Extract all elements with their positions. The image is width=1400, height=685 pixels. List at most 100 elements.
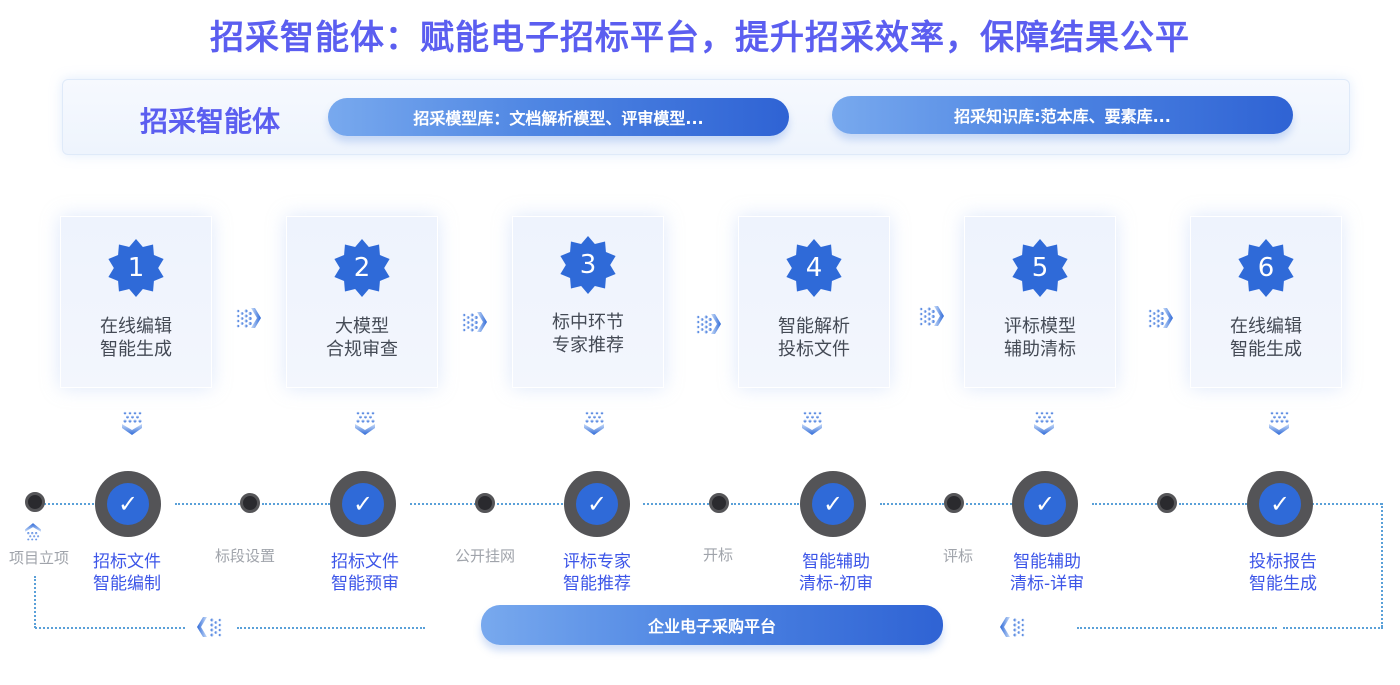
- timeline-connector: [643, 503, 709, 505]
- chevron-down-icon: [798, 409, 826, 437]
- platform-label: 企业电子采购平台: [647, 617, 776, 636]
- chevron-down-icon: [1030, 409, 1058, 437]
- checkmark-icon: ✓: [342, 483, 384, 525]
- chevron-left-icon: [999, 613, 1027, 641]
- step-line2: 智能生成: [1230, 339, 1302, 360]
- stage-label: 项目立项: [9, 549, 70, 567]
- step-line1: 标中环节: [552, 312, 624, 333]
- ai-node-label: 智能辅助 清标-详审: [1010, 551, 1084, 595]
- step-text: 在线编辑 智能生成: [61, 315, 211, 361]
- step-text: 在线编辑 智能生成: [1191, 315, 1341, 361]
- timeline-return-line: [35, 627, 185, 629]
- timeline-connector: [966, 503, 1012, 505]
- timeline-return-line: [34, 576, 36, 628]
- timeline-connector: [1179, 503, 1247, 505]
- step-number: 4: [805, 253, 823, 283]
- ai-node-line2: 清标-初审: [799, 574, 874, 594]
- timeline-connector: [731, 503, 799, 505]
- step-text: 标中环节 专家推荐: [513, 311, 663, 357]
- stage-dot: [475, 493, 495, 513]
- check-node-3: ✓: [564, 471, 630, 537]
- seal-badge-icon: 3: [559, 236, 617, 294]
- ai-node-line1: 招标文件: [93, 552, 161, 572]
- check-node-2: ✓: [330, 471, 396, 537]
- ai-node-line1: 评标专家: [563, 552, 631, 572]
- knowledge-library-label: 招采知识库:范本库、要素库...: [954, 107, 1171, 126]
- step-text: 大模型 合规审查: [287, 315, 437, 361]
- step-number: 6: [1257, 253, 1275, 283]
- stage-dot: [709, 493, 729, 513]
- step-line1: 在线编辑: [1230, 316, 1302, 337]
- check-node-6: ✓: [1247, 471, 1313, 537]
- step-card-1: 1 在线编辑 智能生成: [60, 216, 212, 388]
- chevron-right-icon: [917, 302, 945, 330]
- ai-node-label: 投标报告 智能生成: [1249, 551, 1317, 595]
- model-library-pill: 招采模型库：文档解析模型、评审模型...: [328, 98, 789, 136]
- step-text: 评标模型 辅助清标: [965, 315, 1115, 361]
- ai-node-line2: 智能生成: [1249, 574, 1317, 594]
- ai-node-label: 招标文件 智能编制: [93, 551, 161, 595]
- seal-badge-icon: 5: [1011, 239, 1069, 297]
- ai-node-line1: 招标文件: [331, 552, 399, 572]
- timeline-return-line: [1077, 627, 1277, 629]
- step-number: 5: [1031, 253, 1049, 283]
- step-line1: 智能解析: [778, 316, 850, 337]
- page-title: 招采智能体：赋能电子招标平台，提升招采效率，保障结果公平: [210, 18, 1190, 58]
- step-text: 智能解析 投标文件: [739, 315, 889, 361]
- ai-node-line2: 智能编制: [93, 574, 161, 594]
- timeline-connector: [262, 503, 330, 505]
- agent-label: 招采智能体: [140, 105, 281, 138]
- ai-node-label: 招标文件 智能预审: [331, 551, 399, 595]
- stage-label: 标段设置: [215, 547, 276, 565]
- step-card-4: 4 智能解析 投标文件: [738, 216, 890, 388]
- ai-node-line1: 智能辅助: [802, 552, 871, 572]
- checkmark-icon: ✓: [107, 483, 149, 525]
- step-line2: 投标文件: [778, 339, 850, 360]
- chevron-down-icon: [351, 409, 379, 437]
- timeline-connector: [1092, 503, 1157, 505]
- timeline-connector: [410, 503, 476, 505]
- ai-node-line2: 智能推荐: [563, 574, 631, 594]
- stage-dot: [25, 492, 45, 512]
- step-card-2: 2 大模型 合规审查: [286, 216, 438, 388]
- step-line2: 专家推荐: [552, 335, 624, 356]
- ai-node-line2: 清标-详审: [1010, 574, 1085, 594]
- knowledge-library-pill: 招采知识库:范本库、要素库...: [832, 96, 1293, 134]
- chevron-up-icon: [22, 518, 44, 544]
- platform-pill: 企业电子采购平台: [481, 605, 943, 645]
- step-line1: 评标模型: [1004, 316, 1076, 337]
- step-number: 1: [127, 253, 145, 283]
- ai-node-label: 评标专家 智能推荐: [563, 551, 631, 595]
- stage-dot: [240, 493, 260, 513]
- checkmark-icon: ✓: [576, 483, 618, 525]
- step-line1: 大模型: [335, 316, 389, 337]
- chevron-left-icon: [196, 613, 224, 641]
- seal-badge-icon: 4: [785, 239, 843, 297]
- chevron-down-icon: [1265, 409, 1293, 437]
- model-library-label: 招采模型库：文档解析模型、评审模型...: [413, 109, 704, 128]
- chevron-down-icon: [118, 409, 146, 437]
- seal-badge-icon: 1: [107, 239, 165, 297]
- ai-node-label: 智能辅助 清标-初审: [799, 551, 873, 595]
- chevron-down-icon: [580, 409, 608, 437]
- timeline-return-line: [237, 627, 425, 629]
- chevron-right-icon: [234, 304, 262, 332]
- stage-dot: [944, 493, 964, 513]
- ai-node-line1: 智能辅助: [1013, 552, 1082, 572]
- ai-node-line1: 投标报告: [1249, 552, 1317, 572]
- checkmark-icon: ✓: [812, 483, 854, 525]
- timeline-connector: [497, 503, 563, 505]
- chevron-right-icon: [694, 310, 722, 338]
- step-number: 3: [579, 250, 597, 280]
- stage-label: 公开挂网: [455, 547, 516, 565]
- step-line2: 合规审查: [326, 339, 398, 360]
- check-node-4: ✓: [800, 471, 866, 537]
- timeline-return-line: [1283, 627, 1383, 629]
- step-line1: 在线编辑: [100, 316, 172, 337]
- step-line2: 辅助清标: [1004, 339, 1076, 360]
- ai-node-line2: 智能预审: [331, 574, 399, 594]
- stage-label: 开标: [703, 546, 734, 564]
- timeline-connector: [880, 503, 944, 505]
- checkmark-icon: ✓: [1024, 483, 1066, 525]
- chevron-right-icon: [460, 308, 488, 336]
